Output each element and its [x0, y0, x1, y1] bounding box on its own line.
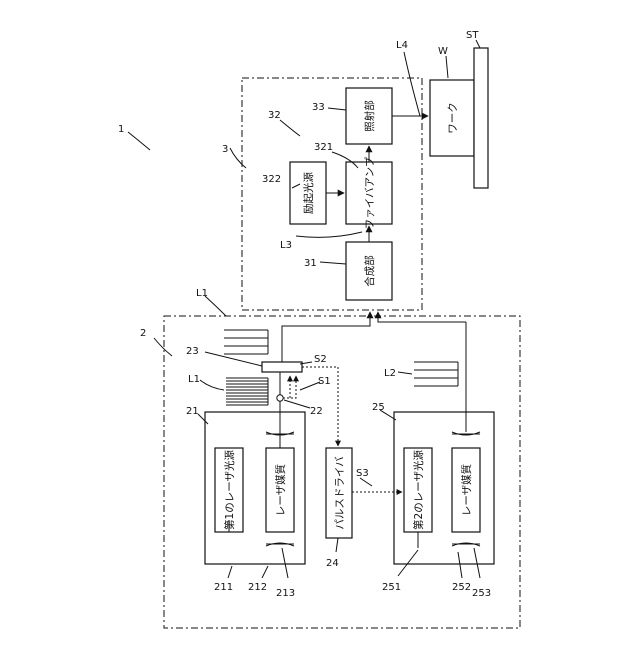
ref-321: 321 [314, 142, 333, 153]
ref-unit3: 3 [222, 144, 228, 155]
label-work: ワーク [447, 102, 459, 134]
ref-23: 23 [186, 346, 199, 357]
ref-W: W [438, 46, 448, 57]
ref-L3: L3 [280, 240, 292, 251]
ref-S3: S3 [356, 468, 369, 479]
sensor-22 [277, 395, 283, 401]
ref-S2: S2 [314, 354, 327, 365]
ref-31: 31 [304, 258, 317, 269]
ref-25: 25 [372, 402, 385, 413]
label-laser-source-1: 第1のレーザ光源 [223, 450, 236, 530]
modulator-23 [262, 362, 302, 372]
ref-253: 253 [472, 588, 491, 599]
pulse-train-L1-upper [224, 330, 268, 354]
ref-32: 32 [268, 110, 281, 121]
pulse-train-L1-lower [226, 378, 268, 405]
ref-322: 322 [262, 174, 281, 185]
stage-box [474, 48, 488, 188]
ref-L4: L4 [396, 40, 408, 51]
pulse-train-L2 [414, 362, 458, 386]
ref-S1: S1 [318, 376, 331, 387]
ref-24: 24 [326, 558, 339, 569]
label-laser-source-2: 第2のレーザ光源 [412, 450, 425, 530]
ref-unit2: 2 [140, 328, 146, 339]
ref-21: 21 [186, 406, 199, 417]
beam-L2-to-combiner [378, 312, 466, 322]
ref-212: 212 [248, 582, 267, 593]
label-pulse-driver: パルスドライバ [334, 456, 346, 530]
ref-22: 22 [310, 406, 323, 417]
label-combiner: 合成部 [363, 255, 376, 287]
label-laser-medium-2: レーザ媒質 [460, 464, 473, 516]
ref-ST: ST [466, 30, 479, 41]
ref-251: 251 [382, 582, 401, 593]
signal-S1-line [283, 376, 296, 398]
ref-system: 1 [118, 124, 124, 135]
ref-252: 252 [452, 582, 471, 593]
label-pump-source: 励起光源 [302, 172, 315, 214]
label-fiber-amp: ファイバアンプ [364, 156, 376, 229]
ref-213: 213 [276, 588, 295, 599]
ref-L1-upper: L1 [196, 288, 208, 299]
label-laser-medium-1: レーザ媒質 [274, 464, 287, 516]
ref-L2: L2 [384, 368, 396, 379]
label-irradiation: 照射部 [363, 100, 376, 132]
ref-33: 33 [312, 102, 325, 113]
ref-211: 211 [214, 582, 233, 593]
ref-L1-lower: L1 [188, 374, 200, 385]
